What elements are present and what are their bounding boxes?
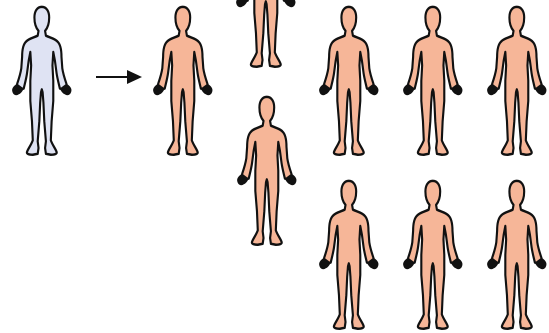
figure-second-generation-top bbox=[236, 0, 295, 67]
figure-third-generation-top-3 bbox=[487, 7, 546, 155]
figure-second-generation-bottom bbox=[237, 97, 296, 245]
right-arrow-icon bbox=[96, 70, 142, 84]
figure-third-generation-bottom-1 bbox=[319, 181, 378, 329]
figure-first-copy bbox=[153, 7, 212, 155]
figure-origin bbox=[12, 7, 71, 155]
figure-third-generation-top-1 bbox=[319, 7, 378, 155]
figure-third-generation-bottom-2 bbox=[403, 181, 462, 329]
figure-third-generation-top-2 bbox=[403, 7, 462, 155]
figure-third-generation-bottom-3 bbox=[487, 181, 546, 329]
